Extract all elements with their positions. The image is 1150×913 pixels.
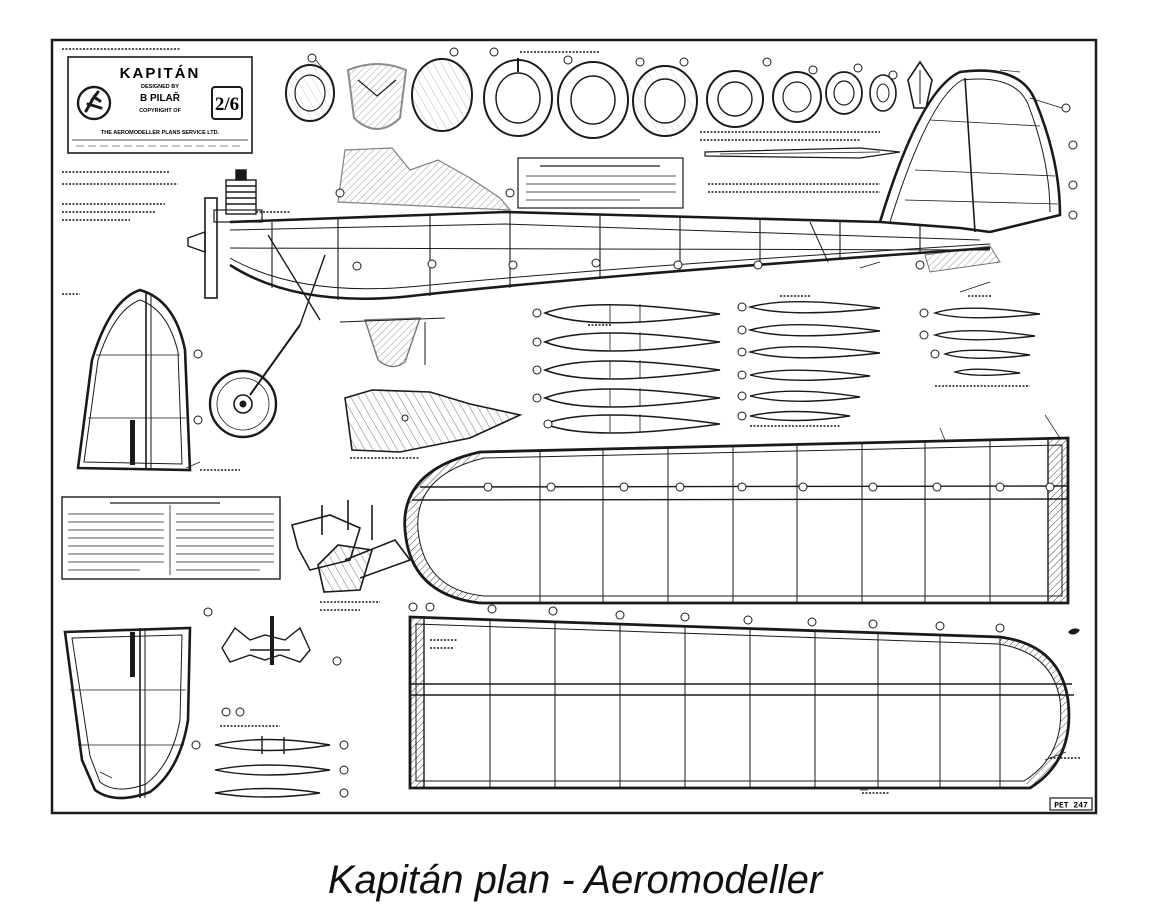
plan-number-box: PET 247 bbox=[1049, 797, 1093, 811]
wing-fitting-sketch bbox=[291, 500, 412, 593]
former-8 bbox=[772, 71, 822, 123]
rudder-outline bbox=[76, 288, 192, 472]
former-6 bbox=[632, 65, 698, 137]
tailplane-rib-profiles bbox=[932, 307, 1041, 376]
tailplane-half-plan bbox=[63, 626, 192, 800]
former-4 bbox=[483, 58, 553, 137]
price-text: 2/6 bbox=[215, 94, 239, 115]
undercarriage bbox=[208, 234, 326, 439]
svg-text:DESIGNED BY: DESIGNED BY bbox=[141, 84, 179, 90]
tailplane-spar-detail bbox=[704, 147, 901, 159]
tip-rib-profiles bbox=[747, 301, 881, 422]
wing-rib-profiles bbox=[542, 304, 721, 434]
model-name-text: KAPITÁN bbox=[120, 65, 201, 82]
fuselage-sheet-part bbox=[344, 389, 523, 453]
former-2 bbox=[346, 63, 408, 130]
designer-text: B PILAŘ bbox=[140, 91, 181, 104]
part-callouts bbox=[191, 47, 1078, 798]
former-10 bbox=[869, 74, 897, 112]
covering-notes-box bbox=[517, 157, 684, 209]
fuselage-side-view bbox=[187, 69, 1062, 301]
publisher-text: THE AEROMODELLER PLANS SERVICE LTD. bbox=[101, 130, 220, 136]
title-block: KAPITÁN DESIGNED BY B PILAŘ COPYRIGHT OF… bbox=[67, 56, 253, 154]
tailplane-ribs bbox=[214, 736, 331, 798]
plan-caption: Kapitán plan - Aeromodeller bbox=[327, 858, 823, 902]
aeromodeller-emblem-icon bbox=[76, 85, 112, 121]
annotation-leaders bbox=[99, 59, 1067, 791]
former-7 bbox=[706, 70, 764, 128]
dihedral-joiner-detail bbox=[221, 616, 311, 665]
former-9 bbox=[825, 71, 863, 115]
former-3 bbox=[411, 58, 473, 132]
materials-box bbox=[61, 496, 281, 580]
designer-mark-icon bbox=[1068, 628, 1080, 635]
plan-number-text: PET 247 bbox=[1054, 802, 1088, 811]
fuselage-formers bbox=[285, 58, 933, 139]
former-1 bbox=[285, 64, 335, 122]
former-11 bbox=[907, 60, 933, 109]
former-5 bbox=[557, 61, 629, 139]
wing-mount-detail bbox=[339, 317, 446, 368]
top-wing-plan bbox=[403, 436, 1070, 605]
svg-text:COPYRIGHT OF: COPYRIGHT OF bbox=[139, 108, 182, 114]
note-scribbles bbox=[62, 48, 1080, 794]
engine-icon bbox=[225, 169, 257, 215]
wheel-icon bbox=[208, 369, 278, 439]
bottom-wing-plan bbox=[408, 615, 1074, 790]
plan-border bbox=[50, 38, 1098, 815]
